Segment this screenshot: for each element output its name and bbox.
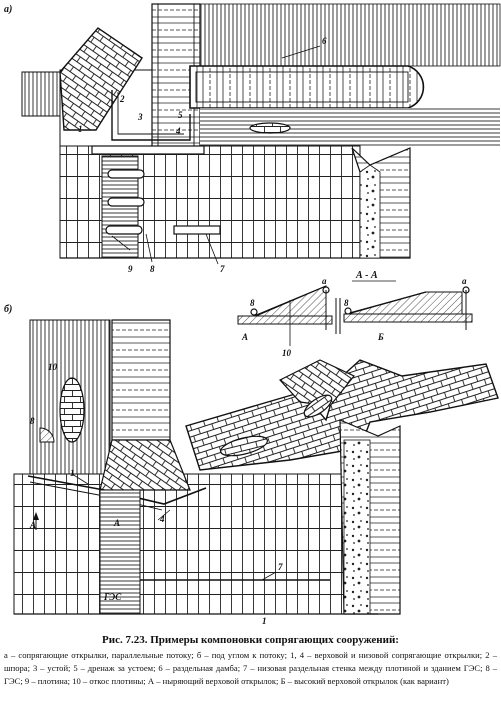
label-b-1: 1: [262, 616, 267, 626]
section-title: А - А: [355, 270, 378, 281]
label-a-6: 6: [322, 36, 327, 46]
plan-a: а) 1: [4, 3, 501, 274]
label-b-8: 8: [30, 416, 35, 426]
label-b-7: 7: [278, 562, 283, 572]
section-label-8b: 8: [344, 298, 349, 308]
figure-caption: Рис. 7.23. Примеры компоновки сопрягающи…: [4, 634, 497, 687]
section-label-A: А: [241, 332, 248, 342]
plan-b: б) 10 8 1 4: [4, 304, 499, 626]
section-label-a2: а: [462, 276, 467, 286]
subfigure-a-label: а): [4, 4, 12, 15]
label-a-3: 3: [137, 112, 143, 122]
label-b-1top: 1: [70, 468, 75, 478]
section-label-10: 10: [282, 348, 292, 358]
section-a-a: А - А А Б 8 а 8 а 10: [237, 270, 473, 358]
label-a-8: 8: [150, 264, 155, 274]
label-b-A2: А: [113, 518, 120, 528]
label-b-gez: ГЭС: [103, 592, 122, 602]
label-a-7: 7: [220, 264, 225, 274]
label-b-10: 10: [48, 362, 58, 372]
section-label-B: Б: [377, 332, 384, 342]
subfigure-b-label: б): [4, 304, 12, 315]
label-a-1: 1: [78, 124, 83, 134]
label-b-4: 4: [159, 514, 165, 524]
label-a-5: 5: [178, 110, 183, 120]
label-a-9: 9: [128, 264, 133, 274]
label-a-2: 2: [119, 94, 125, 104]
section-label-a1: а: [322, 276, 327, 286]
label-b-A: А: [29, 520, 36, 530]
section-label-8a: 8: [250, 298, 255, 308]
caption-body: а – сопрягающие открылки, параллельные п…: [4, 650, 497, 686]
caption-title: Рис. 7.23. Примеры компоновки сопрягающи…: [102, 634, 399, 646]
figure-drawing: а) 1: [4, 3, 501, 626]
label-a-4: 4: [175, 126, 181, 136]
